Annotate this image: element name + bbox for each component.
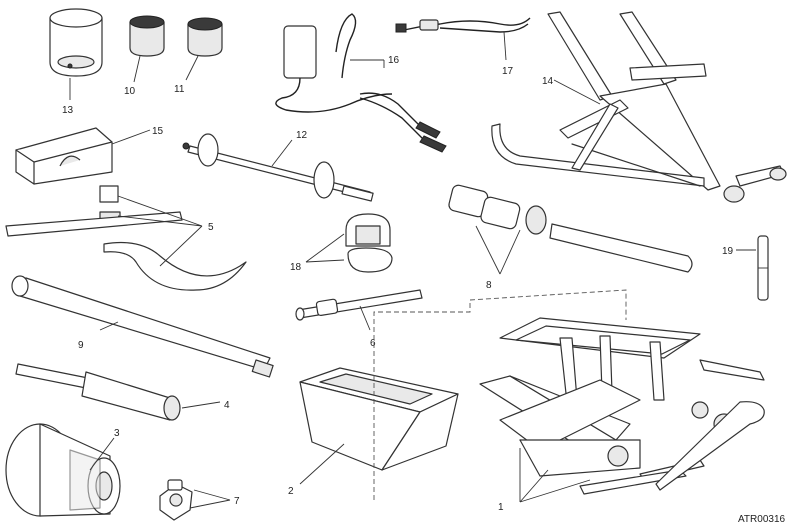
part-14-paddock-stand: 14: [491, 11, 787, 203]
part-17-cable-harness: 17: [395, 17, 531, 77]
part-12-bearing-shaft: 12: [182, 130, 374, 202]
callout-16: 16: [388, 55, 400, 66]
callout-10: 10: [124, 86, 136, 97]
callout-4: 4: [224, 400, 230, 411]
part-9-long-tube: 9: [11, 275, 274, 378]
callout-11: 11: [174, 84, 185, 95]
part-19-pin: 19: [722, 235, 769, 301]
callout-13: 13: [62, 105, 74, 116]
callout-15: 15: [152, 126, 164, 137]
part-1-lift-jack: 1: [479, 317, 765, 513]
part-10-rubber-bush: 10: [124, 15, 165, 97]
callout-17: 17: [502, 66, 514, 77]
callout-7: 7: [234, 496, 240, 507]
part-18-split-collars: 18: [290, 213, 393, 273]
callout-8: 8: [486, 280, 492, 291]
jack-kit-outline: [373, 289, 627, 500]
callout-5: 5: [208, 222, 214, 233]
callout-9: 9: [78, 340, 84, 351]
part-2-tray: 2: [288, 367, 459, 497]
callout-2: 2: [288, 486, 294, 497]
part-6-shaft: 6: [295, 289, 423, 349]
part-4-drift-tool: 4: [15, 363, 230, 421]
part-7-fittings: 7: [159, 479, 240, 521]
part-8-sleeve-shaft: 8: [448, 184, 693, 291]
callout-14: 14: [542, 76, 554, 87]
reference-code: ATR00316: [738, 514, 786, 525]
part-15-fork-block: 15: [15, 126, 164, 185]
callout-1: 1: [498, 502, 504, 513]
part-13-cup-tool: 13: [49, 8, 103, 116]
callout-12: 12: [296, 130, 308, 141]
callout-3: 3: [114, 428, 120, 439]
callout-6: 6: [370, 338, 376, 349]
part-11-rubber-bush: 11: [174, 17, 223, 95]
callout-19: 19: [722, 246, 734, 257]
callout-18: 18: [290, 262, 302, 273]
part-16-battery-charger: 16: [275, 13, 447, 153]
part-5-pin-spanner: 5: [5, 185, 247, 291]
part-3-bell-tool: 3: [5, 423, 121, 517]
